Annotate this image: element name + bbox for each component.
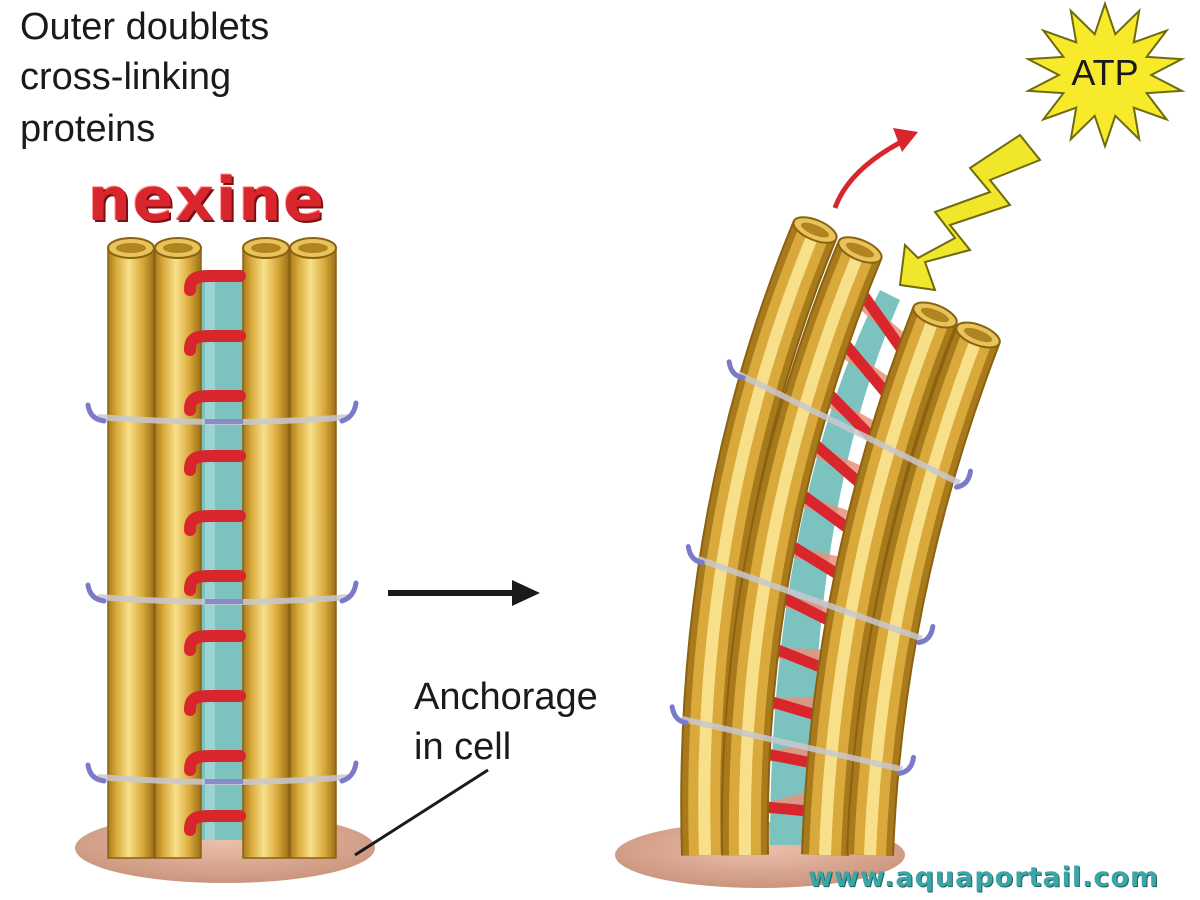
- band-clip: [916, 624, 936, 646]
- outer-doublet-4: [289, 247, 337, 859]
- anchorage-pointer: [354, 768, 489, 857]
- binding-bands-right: [669, 359, 973, 776]
- nexin-link: [184, 570, 246, 596]
- band-clip: [954, 468, 973, 490]
- band-clip: [669, 704, 689, 726]
- nexin-link: [184, 630, 246, 656]
- nexin-links-left: [184, 270, 246, 836]
- binding-band: [680, 715, 904, 773]
- nexin-link: [184, 270, 246, 296]
- lightning-bolt-icon: [898, 133, 1042, 292]
- anchorage-label-line1: Anchorage: [414, 676, 598, 718]
- band-clip: [685, 544, 705, 566]
- curved-arrow-icon: [832, 137, 907, 209]
- nexin-link: [184, 510, 246, 536]
- nexin-link: [184, 390, 246, 416]
- outer-doublet-1: [107, 247, 155, 859]
- outer-doublets-label-line1: Outer doublets: [20, 6, 270, 48]
- atp-label: ATP: [1071, 52, 1139, 93]
- outer-doublets-label-line3: proteins: [20, 108, 156, 150]
- band-clip: [726, 359, 746, 381]
- nexin-link: [184, 690, 246, 716]
- outer-doublets-right: [680, 216, 1001, 856]
- watermark: www.aquaportail.com: [808, 862, 1160, 893]
- band-clip: [85, 762, 107, 784]
- nexin-link: [184, 810, 246, 836]
- nexine-label: nexine: [88, 165, 327, 235]
- nexin-link: [184, 750, 246, 776]
- starburst-icon: [1024, 0, 1186, 150]
- straight-axoneme: [75, 237, 375, 883]
- band-clip: [85, 582, 107, 604]
- band-clip: [339, 580, 359, 604]
- outer-doublet-3: [242, 247, 290, 859]
- band-clip: [897, 754, 917, 776]
- outer-doublets-left: [107, 237, 337, 859]
- binding-bands-left: [85, 400, 359, 785]
- band-clip: [339, 760, 359, 784]
- band-clip: [339, 400, 359, 424]
- nexin-link: [184, 330, 246, 356]
- binding-band: [696, 555, 923, 642]
- anchorage-label-line2: in cell: [414, 726, 512, 768]
- bent-axoneme: [615, 216, 1001, 888]
- binding-band: [736, 371, 961, 486]
- nexin-link: [184, 450, 246, 476]
- outer-doublets-label-line2: cross-linking: [20, 56, 232, 98]
- band-clip: [85, 402, 107, 424]
